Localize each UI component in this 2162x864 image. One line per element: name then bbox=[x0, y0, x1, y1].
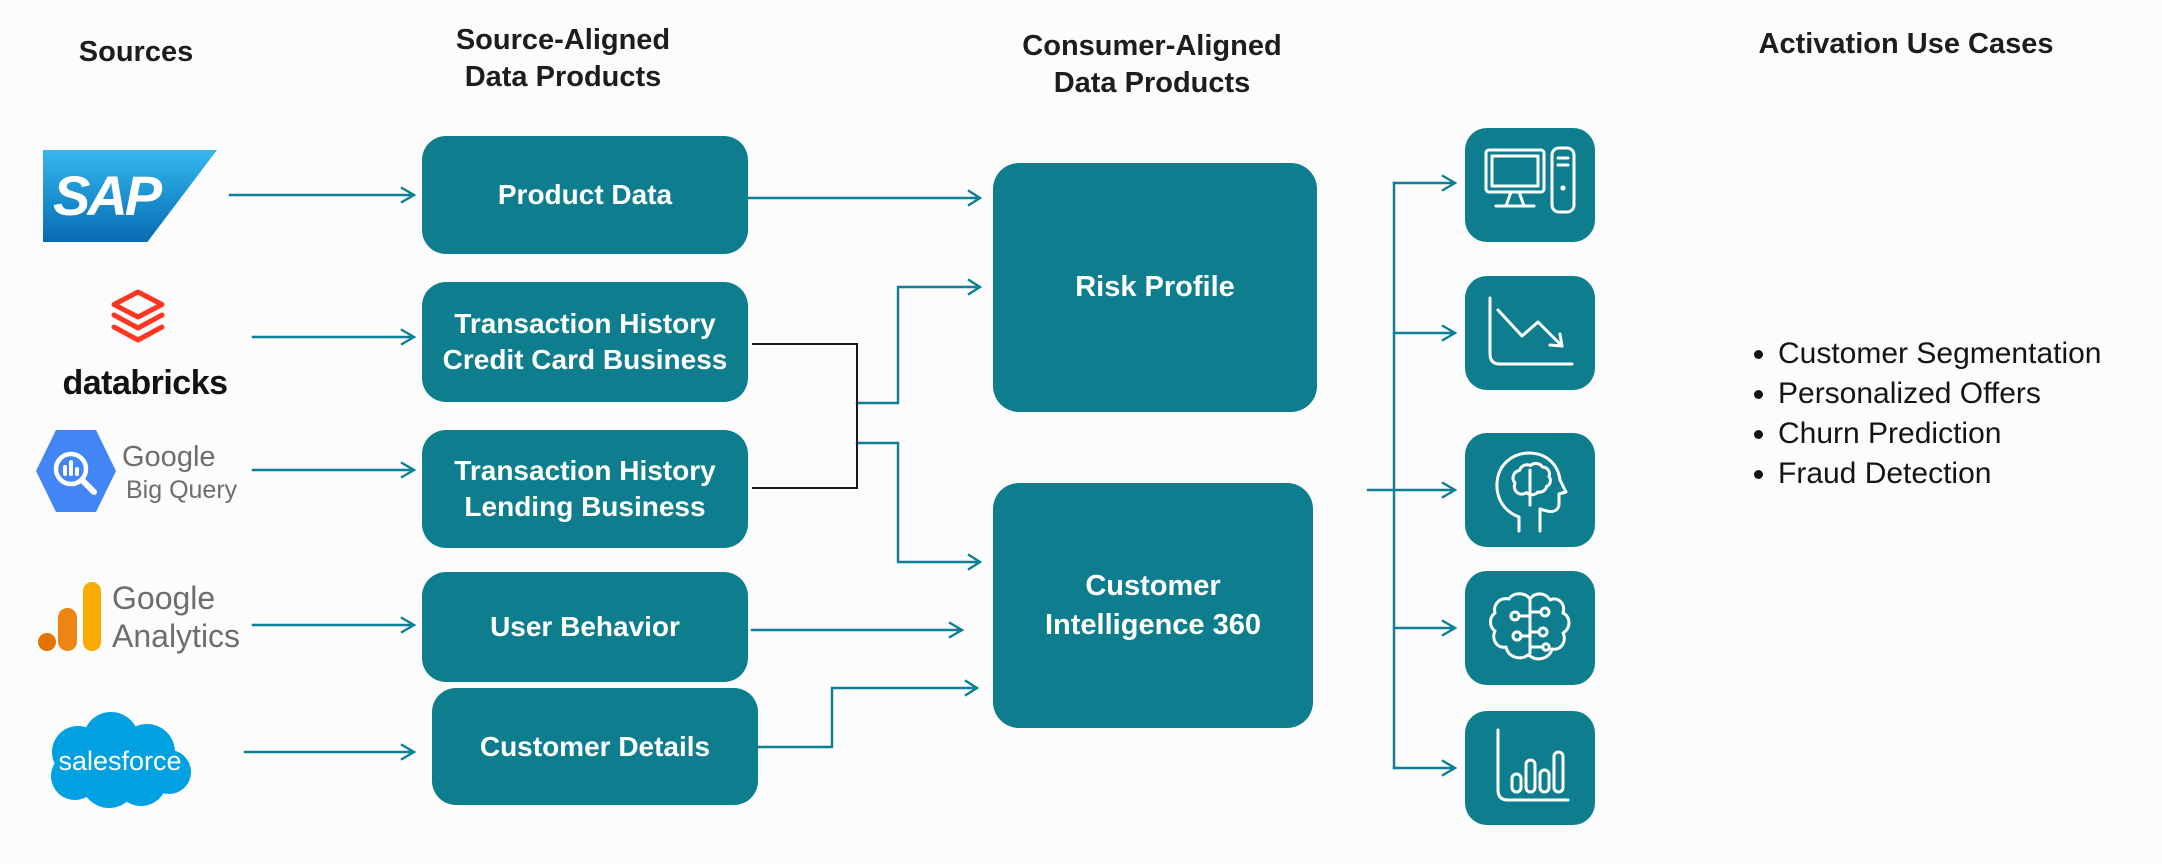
bigquery-brand-text: Google bbox=[122, 441, 216, 473]
box-customer-details: Customer Details bbox=[432, 688, 758, 805]
tile-head-brain bbox=[1465, 433, 1595, 547]
use-case-item: Churn Prediction bbox=[1778, 414, 2102, 454]
branch-arrow-tile-5 bbox=[1392, 759, 1458, 777]
google-analytics-brand-text: Google bbox=[112, 580, 216, 616]
box-transaction-history-lending: Transaction History Lending Business bbox=[422, 430, 748, 548]
consumer-aligned-header: Consumer-Aligned Data Products bbox=[1022, 30, 1282, 99]
arrow-user-behavior-to-ci360 bbox=[750, 621, 965, 639]
tile-desktop-computer bbox=[1465, 128, 1595, 242]
use-case-item: Personalized Offers bbox=[1778, 374, 2102, 414]
use-case-item: Customer Segmentation bbox=[1778, 334, 2102, 374]
declining-line-chart-icon bbox=[1488, 296, 1574, 366]
branch-arrow-tile-1 bbox=[1392, 174, 1458, 192]
arrow-ga-to-user-behavior bbox=[251, 616, 417, 634]
box-customer-intelligence-360: Customer Intelligence 360 bbox=[993, 483, 1313, 728]
arrow-product-data-to-risk-profile bbox=[746, 189, 983, 207]
branch-arrow-tile-2 bbox=[1392, 324, 1458, 342]
databricks-icon bbox=[111, 289, 165, 343]
arrow-salesforce-to-customer-details bbox=[243, 743, 417, 761]
box-risk-profile: Risk Profile bbox=[993, 163, 1317, 412]
google-analytics-icon bbox=[38, 582, 101, 651]
bracket-transaction-history bbox=[752, 343, 858, 489]
bigquery-product-text: Big Query bbox=[126, 476, 238, 504]
salesforce-wordmark: salesforce bbox=[58, 746, 182, 776]
box-user-behavior: User Behavior bbox=[422, 572, 748, 682]
bigquery-icon bbox=[36, 430, 116, 512]
source-aligned-header: Source-Aligned Data Products bbox=[455, 24, 671, 93]
databricks-wordmark: databricks bbox=[62, 364, 228, 402]
sap-logo-text: SAP bbox=[53, 164, 162, 227]
use-case-item: Fraud Detection bbox=[1778, 454, 2102, 494]
bar-chart-icon bbox=[1496, 728, 1570, 802]
elbow-to-risk-profile bbox=[855, 278, 983, 405]
arrow-sap-to-product-data bbox=[228, 186, 417, 204]
activation-header: Activation Use Cases bbox=[1758, 28, 2054, 60]
box-transaction-history-credit-card: Transaction History Credit Card Business bbox=[422, 282, 748, 402]
branch-arrow-tile-3 bbox=[1366, 481, 1458, 499]
elbow-customer-details-to-ci360 bbox=[755, 679, 980, 749]
elbow-to-ci360 bbox=[855, 441, 983, 571]
arrow-databricks-to-cc bbox=[251, 328, 417, 346]
sources-header: Sources bbox=[78, 36, 194, 68]
salesforce-cloud-icon bbox=[51, 712, 191, 808]
ai-brain-circuit-icon bbox=[1489, 592, 1571, 661]
tile-ai-brain bbox=[1465, 571, 1595, 685]
branch-arrow-tile-4 bbox=[1392, 619, 1458, 637]
google-analytics-product-text: Analytics bbox=[112, 618, 241, 654]
arrow-bigquery-to-lending bbox=[251, 461, 417, 479]
box-product-data: Product Data bbox=[422, 136, 748, 254]
tile-bar-chart bbox=[1465, 711, 1595, 825]
activation-use-case-list: Customer Segmentation Personalized Offer… bbox=[1742, 334, 2102, 494]
desktop-computer-icon bbox=[1484, 146, 1576, 214]
tile-declining-chart bbox=[1465, 276, 1595, 390]
head-with-brain-icon bbox=[1495, 451, 1568, 533]
